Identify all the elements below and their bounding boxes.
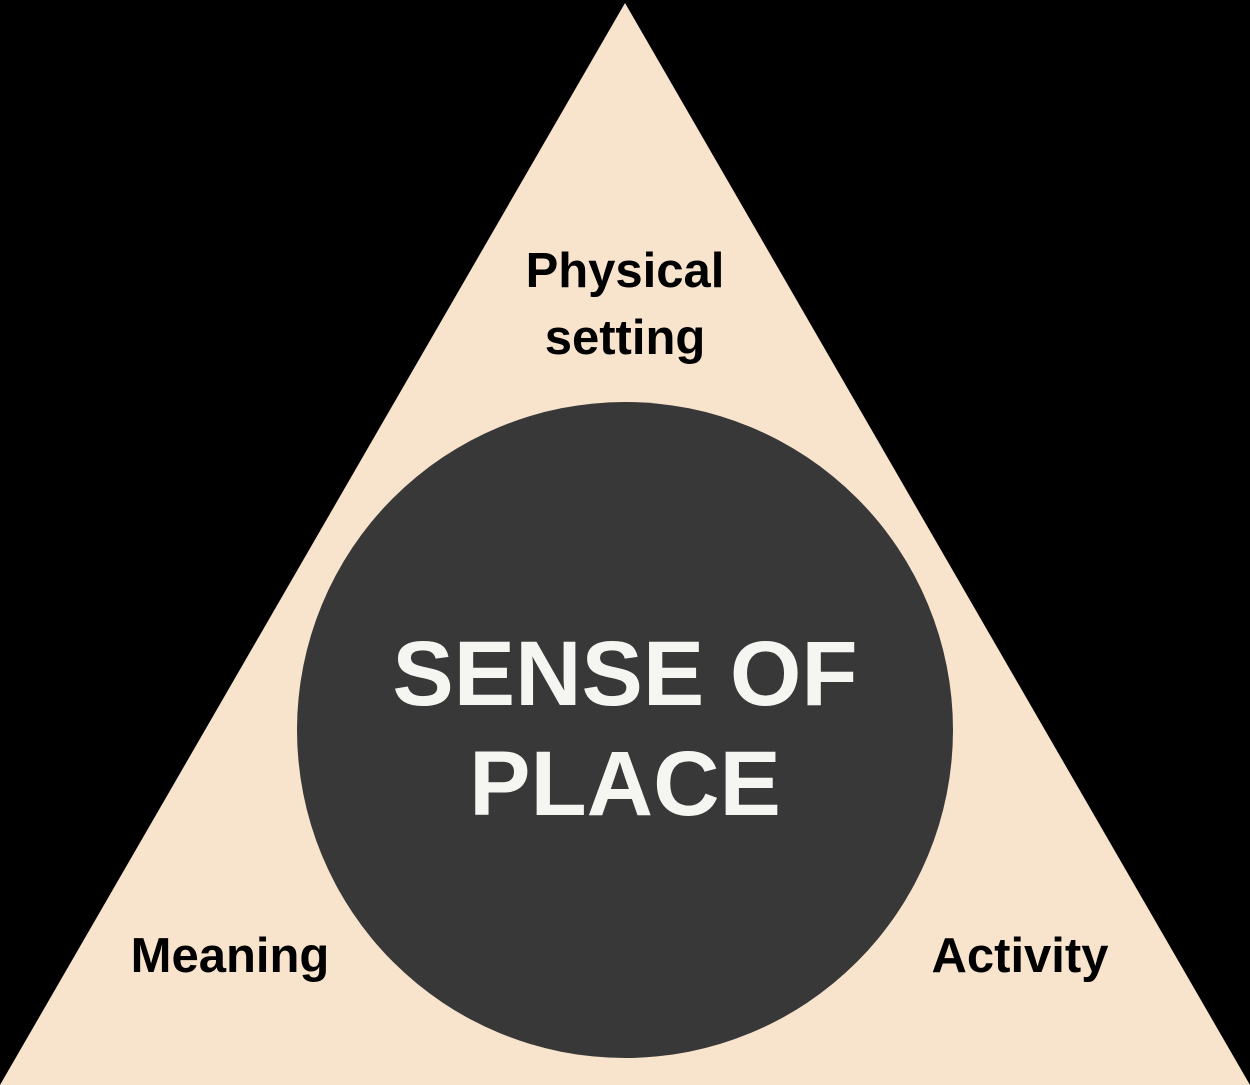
top-label-line2: setting <box>545 311 706 365</box>
center-label-line1: SENSE OF <box>392 623 857 725</box>
bottom-right-label: Activity <box>931 929 1108 983</box>
top-label-line1: Physical <box>526 244 725 298</box>
center-circle <box>297 402 953 1058</box>
center-label-line2: PLACE <box>469 733 781 835</box>
bottom-left-label: Meaning <box>131 929 330 983</box>
